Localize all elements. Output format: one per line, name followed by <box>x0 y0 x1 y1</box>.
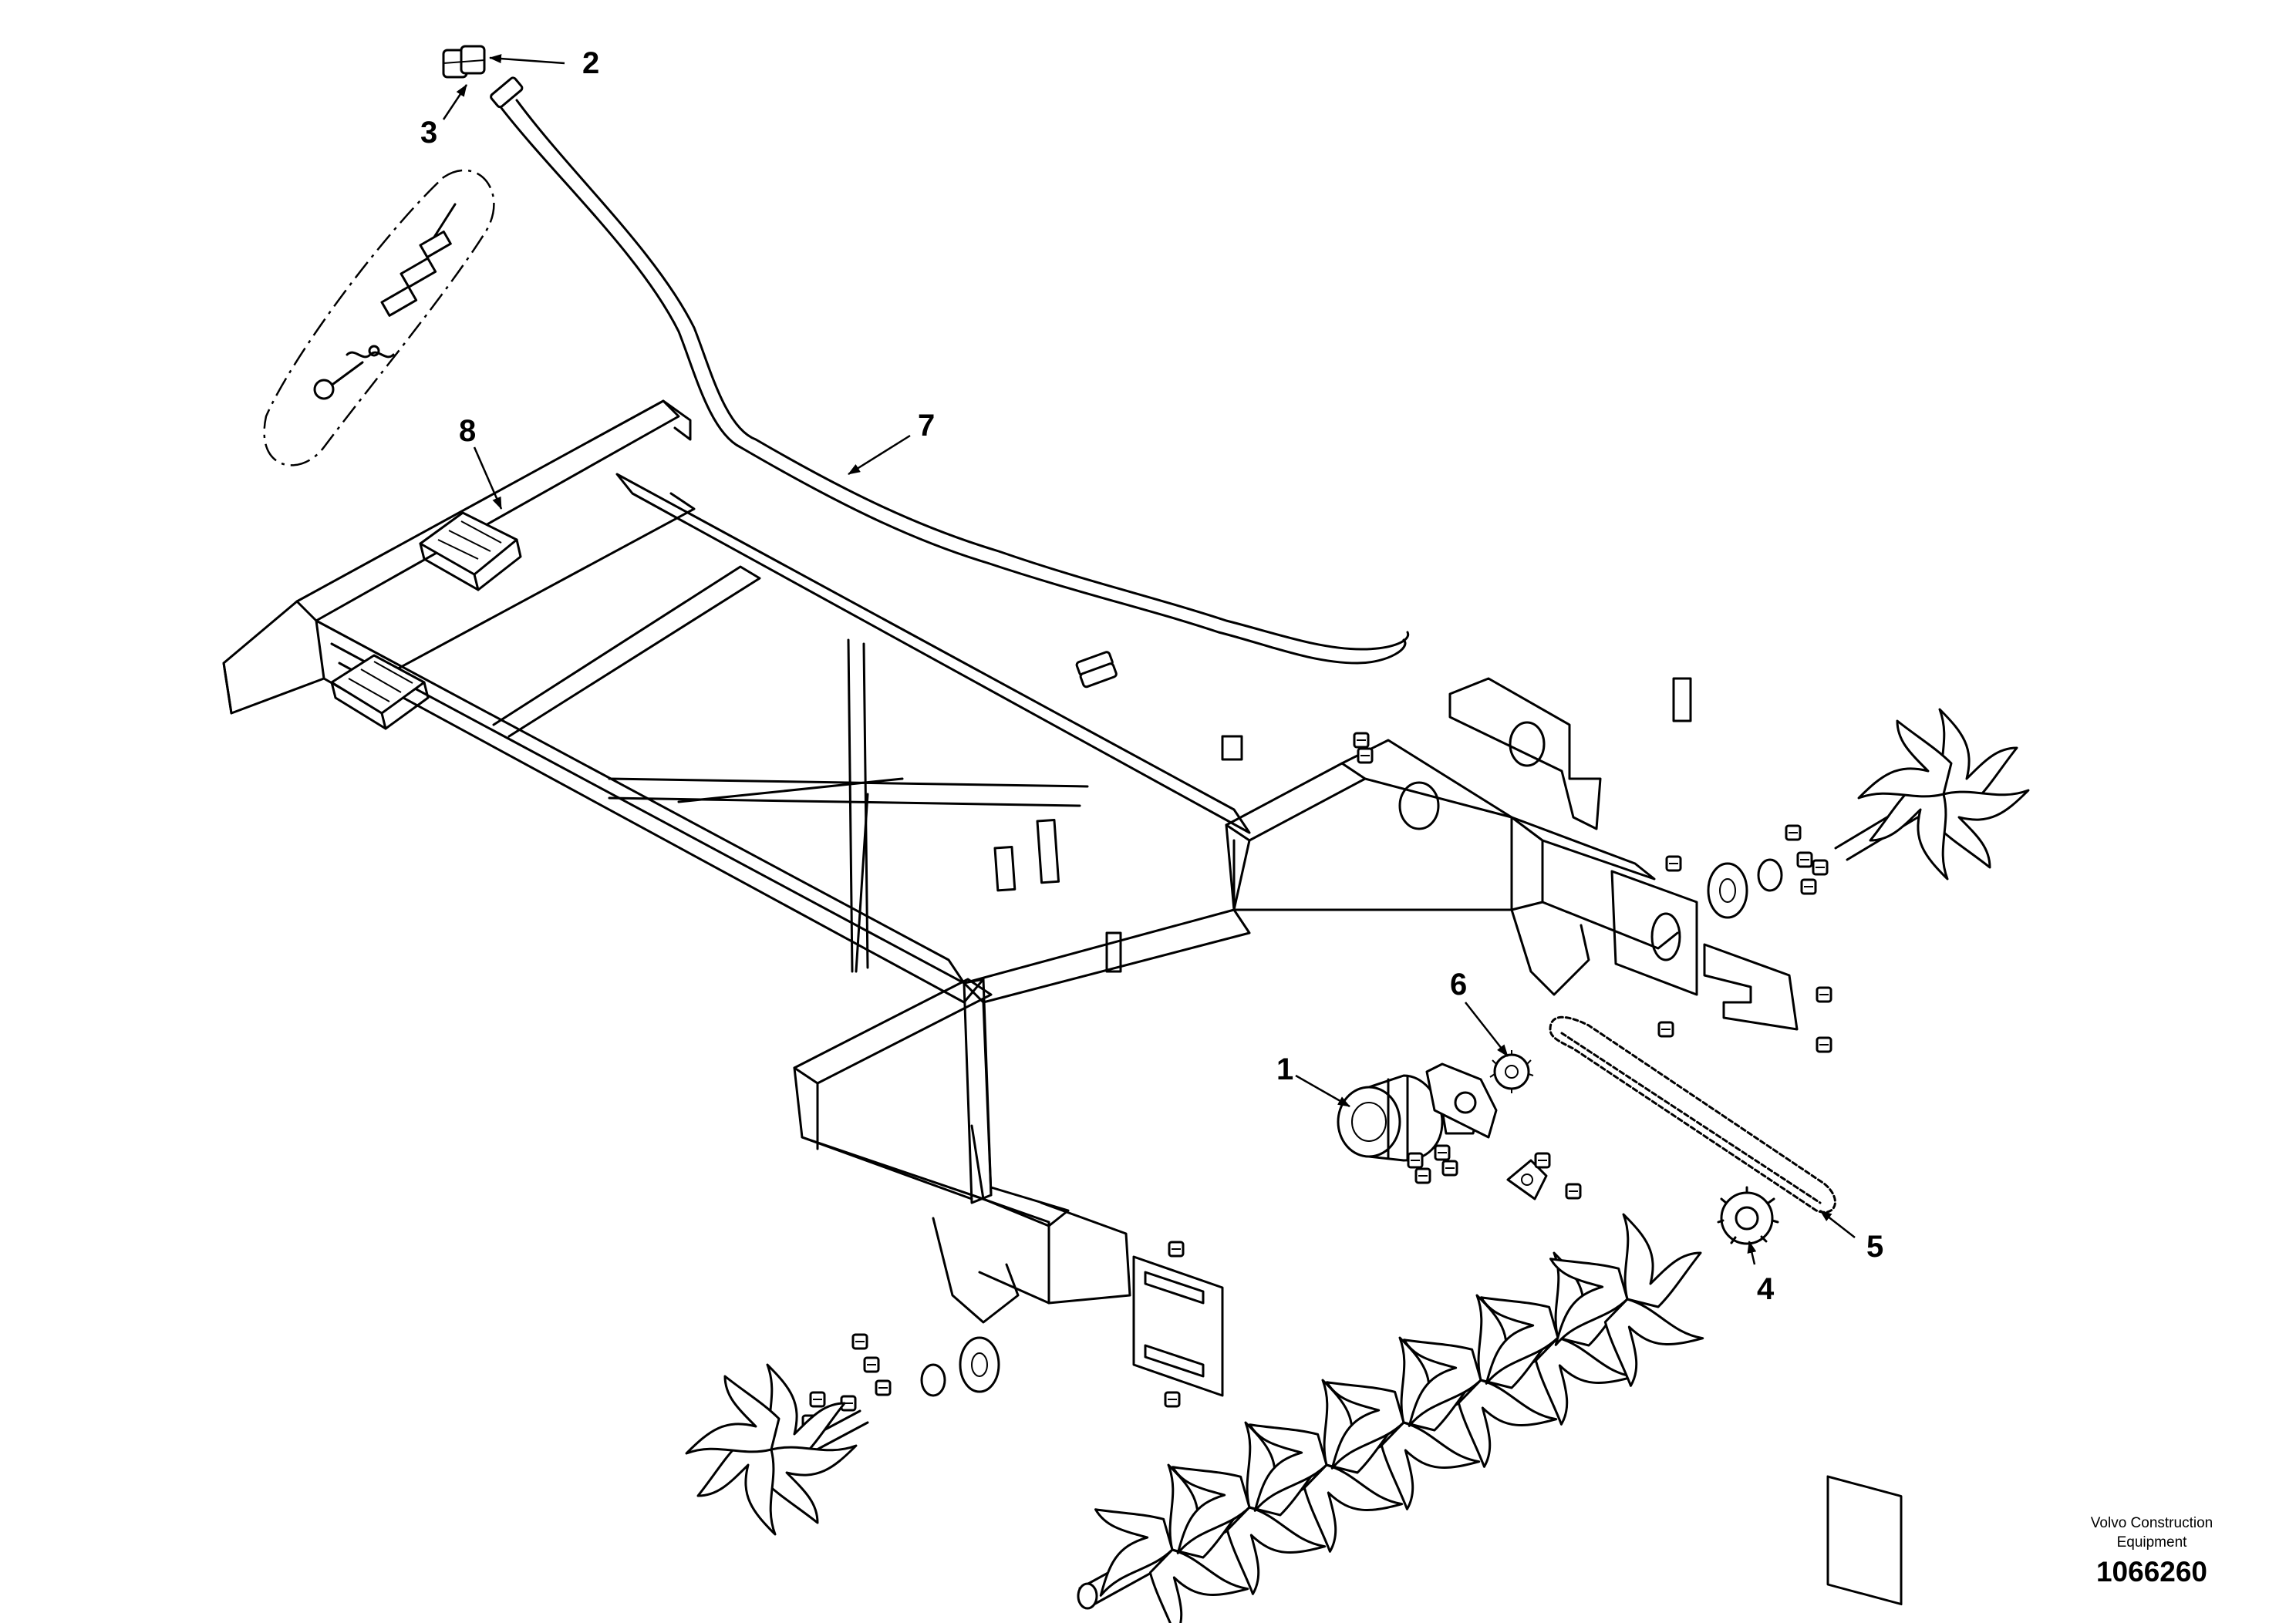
callout-6: 6 <box>1450 968 1467 1002</box>
hydraulic-hoses <box>490 76 1410 689</box>
callout-1: 1 <box>1276 1052 1293 1086</box>
foot-pedal-lower <box>330 654 430 730</box>
callout-5: 5 <box>1866 1230 1883 1264</box>
publisher-name-line2: Equipment <box>2116 1534 2187 1551</box>
rotor-main <box>1060 1213 1704 1623</box>
front-end-plate <box>1132 1255 1224 1397</box>
callout-8: 8 <box>459 414 476 448</box>
idler-bracket <box>1506 1159 1548 1200</box>
small-sprocket <box>1489 1050 1534 1093</box>
chain-guard <box>1703 943 1903 1606</box>
quick-couplers <box>442 45 486 79</box>
callout-4: 4 <box>1757 1272 1775 1306</box>
detail-inset-spring <box>263 169 495 466</box>
main-frame <box>222 399 1698 1324</box>
foot-pedal-upper <box>419 511 522 591</box>
drive-chain <box>1549 1015 1836 1214</box>
callout-3: 3 <box>420 116 437 150</box>
drive-sprocket <box>1717 1186 1779 1245</box>
callout-2: 2 <box>582 46 599 80</box>
bearing-left <box>920 1336 1000 1397</box>
motor-mount-plate <box>1425 1062 1498 1139</box>
figure-number: 1066260 <box>2095 1556 2208 1588</box>
rotor-left <box>685 1363 869 1536</box>
bearing-right <box>1707 858 1783 919</box>
callout-7: 7 <box>918 409 935 443</box>
leader-lines <box>442 54 1856 1265</box>
rotor-right <box>1834 708 2030 881</box>
fasteners <box>801 732 1832 1431</box>
publisher-name-line1: Volvo Construction <box>2090 1515 2213 1531</box>
